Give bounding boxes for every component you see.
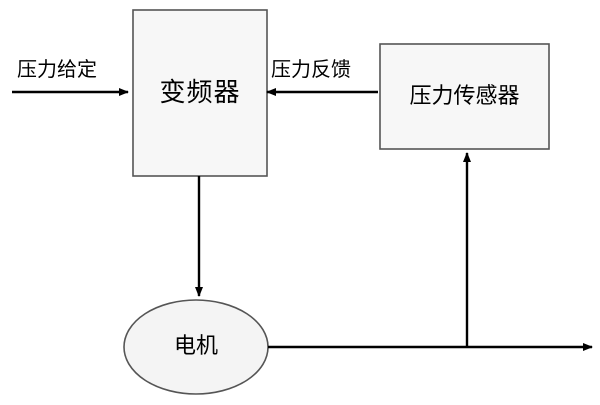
block-pressure-sensor [379,43,550,150]
label-pressure-setpoint: 压力给定 [17,57,97,81]
block-vfd [132,9,268,177]
label-pressure-feedback: 压力反馈 [271,57,351,81]
block-pressure-sensor-label: 压力传感器 [409,83,520,109]
block-vfd-label: 变频器 [159,77,241,108]
block-motor-label: 电机 [173,334,218,360]
